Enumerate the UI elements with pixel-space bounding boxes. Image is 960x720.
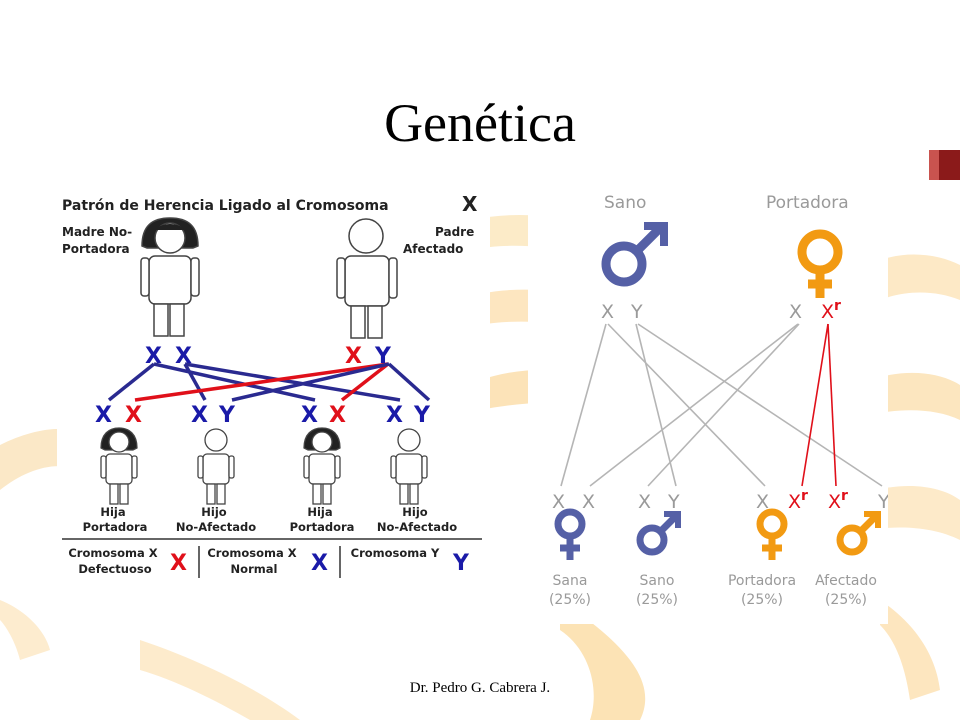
son-figure-2 [390, 428, 428, 505]
offspring-4-chromosome-2: Y [877, 491, 888, 513]
legend: Cromosoma X Defectuoso X Cromosoma X Nor… [68, 546, 470, 578]
father-chromosome-x: X [345, 344, 362, 369]
female-symbol-icon [756, 508, 788, 560]
offspring-3-chromosome-xr: Xr [788, 488, 808, 513]
child-2-chromosome-2: Y [218, 403, 236, 428]
cross-lines [560, 323, 883, 487]
offspring-2-pct: (25%) [636, 592, 678, 608]
parent-left-label: Sano [604, 193, 646, 213]
male-symbol-icon [601, 222, 668, 287]
offspring-2-chromosome-1: X [638, 491, 651, 513]
child-1-chromosome-2: X [125, 403, 142, 428]
mother-chromosome-2: X [175, 344, 192, 369]
legend-normal-x-symbol: X [311, 551, 328, 576]
daughter-figure-2 [303, 427, 341, 505]
offspring-1-chromosome-1: X [552, 491, 565, 513]
child-2-label: Hijo No-Afectado [176, 505, 256, 534]
offspring-2-chromosome-2: Y [667, 491, 680, 513]
carrier-cross-diagram: Sano Portadora X Y X Xr [528, 190, 890, 624]
child-3-chromosome-2: X [329, 403, 346, 428]
child-4-chromosome-2: Y [413, 403, 431, 428]
offspring-4-pct: (25%) [825, 592, 867, 608]
offspring-4-chromosome-xr: Xr [828, 488, 848, 513]
child-3-label: Hija Portadora [290, 505, 355, 534]
male-symbol-icon [836, 511, 881, 556]
offspring-4-name: Afectado [815, 573, 877, 589]
female-symbol-icon [554, 508, 586, 560]
child-1-label: Hija Portadora [83, 505, 148, 534]
daughter-figure-1 [100, 427, 138, 505]
offspring-3-chromosome-1: X [756, 491, 769, 513]
child-1-chromosome-1: X [95, 403, 112, 428]
legend-defective-x-label: Cromosoma X Defectuoso [68, 546, 161, 576]
father-label: Padre Afectado [403, 225, 478, 256]
son-figure-1 [197, 428, 235, 505]
child-2-chromosome-1: X [191, 403, 208, 428]
heading-x-symbol: X [462, 192, 478, 216]
legend-defective-x-symbol: X [170, 551, 187, 576]
father-chromosome-y: Y [374, 344, 392, 369]
slide-title: Genética [384, 93, 576, 153]
mother-chromosome-1: X [145, 344, 162, 369]
offspring-1-name: Sana [553, 573, 588, 589]
child-4-chromosome-1: X [386, 403, 403, 428]
female-symbol-icon [797, 229, 843, 298]
legend-y-label: Cromosoma Y [351, 546, 440, 560]
parent-right-chromosome-x: X [789, 301, 802, 323]
offspring-3-name: Portadora [728, 573, 796, 589]
inheritance-lines [107, 362, 431, 402]
child-3-chromosome-1: X [301, 403, 318, 428]
child-4-label: Hijo No-Afectado [377, 505, 457, 534]
offspring-2-name: Sano [640, 573, 675, 589]
offspring-1-chromosome-2: X [582, 491, 595, 513]
legend-y-symbol: Y [452, 551, 470, 576]
offspring-3-pct: (25%) [741, 592, 783, 608]
offspring-1-pct: (25%) [549, 592, 591, 608]
mother-label: Madre No- Portadora [62, 225, 136, 256]
parent-left-chromosome-x: X [601, 301, 614, 323]
diagram-heading: Patrón de Herencia Ligado al Cromosoma [62, 198, 389, 214]
parent-right-chromosome-xr: Xr [821, 298, 841, 323]
parent-left-chromosome-y: Y [630, 301, 643, 323]
parent-right-label: Portadora [766, 193, 849, 213]
x-linked-inheritance-diagram: Patrón de Herencia Ligado al Cromosoma X… [57, 186, 490, 624]
father-figure [336, 218, 398, 339]
male-symbol-icon [636, 511, 681, 556]
legend-normal-x-label: Cromosoma X Normal [207, 546, 300, 576]
mother-figure [140, 217, 200, 337]
footer-author: Dr. Pedro G. Cabrera J. [409, 680, 551, 696]
